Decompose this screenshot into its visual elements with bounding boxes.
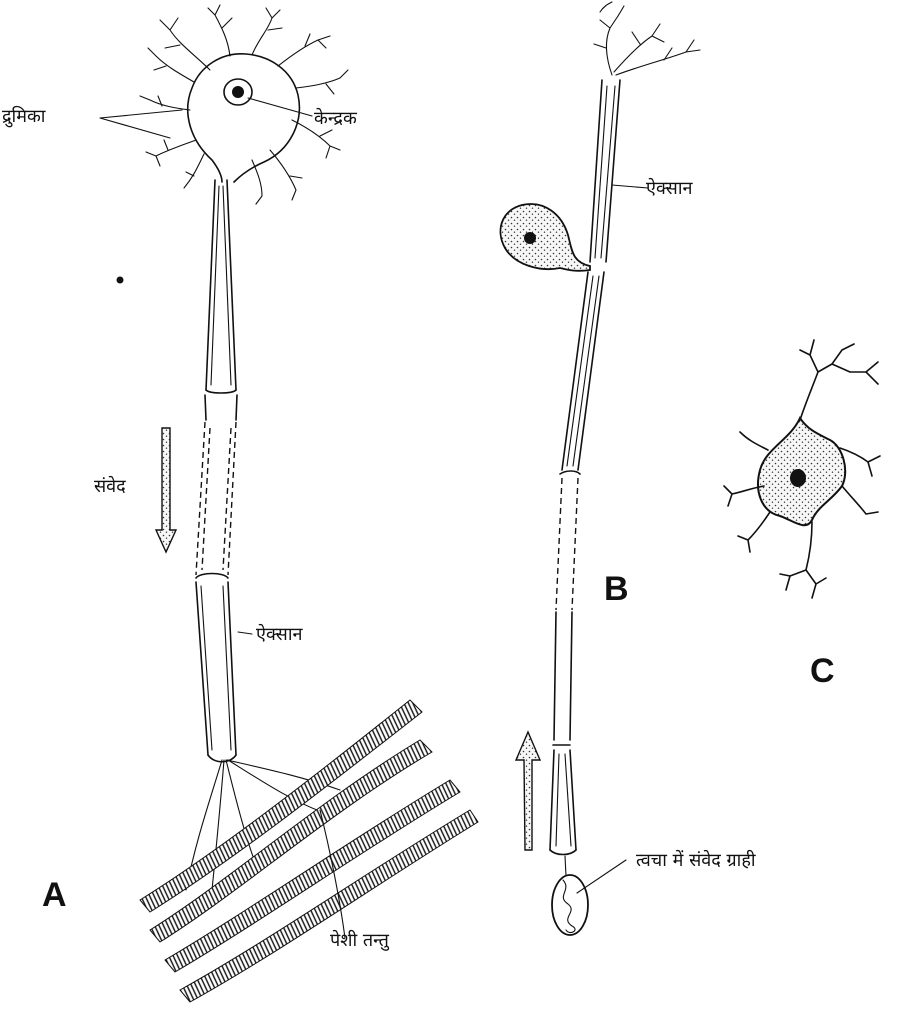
multipolar-neuron-c — [724, 340, 880, 598]
terminal-branches-b — [594, 2, 700, 75]
panel-label-b: B — [604, 570, 629, 608]
muscle-fibres — [140, 700, 478, 1002]
panel-label-a: A — [42, 876, 67, 914]
dendrite-label: द्रुमिका — [2, 105, 46, 127]
arrow-up-icon — [516, 732, 540, 850]
axon-label-b: ऐक्सान — [646, 177, 693, 199]
muscle-fibre-label: पेशी तन्तु — [330, 929, 390, 951]
panel-label-c: C — [810, 652, 835, 690]
cell-body-a — [188, 54, 300, 182]
sensory-neuron-b — [500, 2, 700, 935]
skin-receptor — [552, 875, 588, 935]
arrow-down-icon — [156, 428, 176, 552]
sensation-label: संवेद — [94, 475, 126, 497]
cell-body-b — [500, 204, 590, 271]
nucleus-label: केन्द्रक — [314, 107, 358, 129]
axon-a — [196, 180, 237, 762]
skin-receptor-label: त्वचा में संवेद ग्राही — [636, 849, 756, 871]
motor-neuron-a — [140, 5, 478, 1002]
axon-label-a: ऐक्सान — [256, 623, 303, 645]
